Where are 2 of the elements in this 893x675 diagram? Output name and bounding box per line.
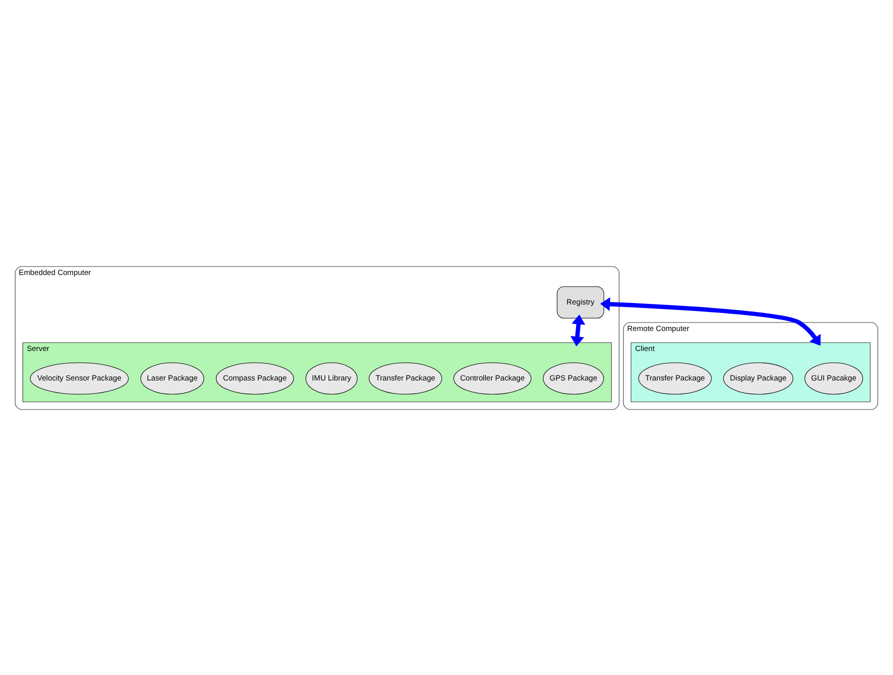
arrow (600, 296, 821, 346)
arrow (570, 314, 586, 346)
